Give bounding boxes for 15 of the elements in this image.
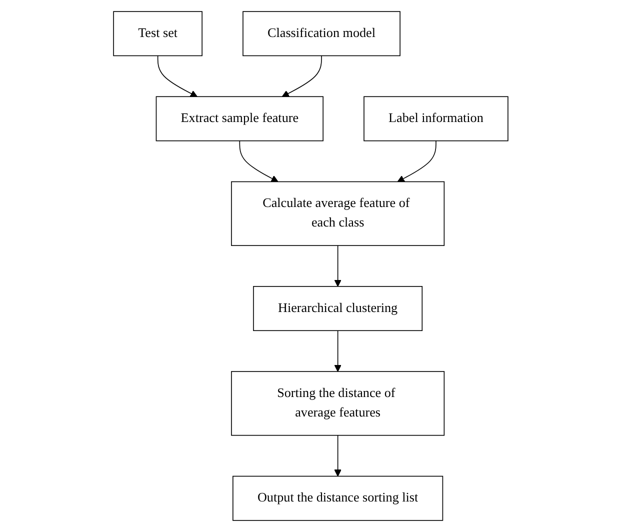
arrow [239,140,278,182]
arrow [397,140,436,182]
arrow [282,55,322,97]
node-box: Hierarchical clustering [252,286,422,332]
node-box: Calculate average feature of each class [230,181,444,246]
arrow [334,434,342,477]
node-box: Classification model [242,11,400,56]
node-box: Output the distance sorting list [232,476,443,521]
arrow [334,245,342,287]
arrow [334,330,342,372]
arrow [157,55,198,97]
node-box: Extract sample feature [156,96,324,142]
node-box: Test set [112,11,202,56]
node-box: Label information [363,96,508,142]
node-box: Sorting the distance of average features [230,371,444,436]
